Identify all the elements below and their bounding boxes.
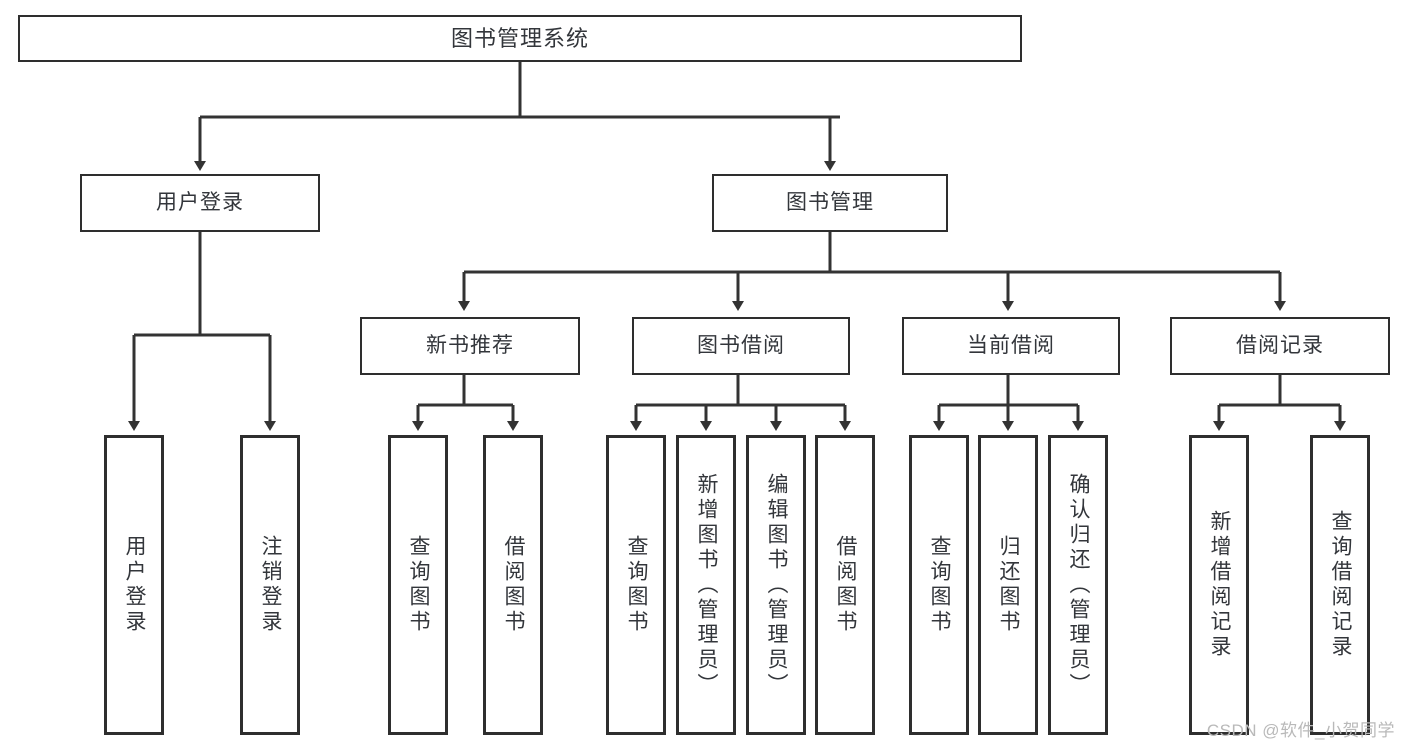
node-root-system[interactable]: 图书管理系统 xyxy=(18,15,1022,62)
leaf-borrow-book-recommend[interactable]: 借阅图书 xyxy=(483,435,543,735)
node-label: 查询图书 xyxy=(928,535,952,635)
node-label: 查询借阅记录 xyxy=(1329,510,1353,660)
node-label: 用户登录 xyxy=(156,190,244,214)
node-book-management[interactable]: 图书管理 xyxy=(712,174,948,232)
node-new-book-recommend[interactable]: 新书推荐 xyxy=(360,317,580,375)
node-label: 新增图书（管理员） xyxy=(695,472,719,698)
node-user-login[interactable]: 用户登录 xyxy=(80,174,320,232)
node-label: 借阅图书 xyxy=(834,535,858,635)
leaf-return-book[interactable]: 归还图书 xyxy=(978,435,1038,735)
leaf-add-borrow-record[interactable]: 新增借阅记录 xyxy=(1189,435,1249,735)
node-label: 确认归还（管理员） xyxy=(1067,472,1091,698)
node-borrow-record[interactable]: 借阅记录 xyxy=(1170,317,1390,375)
node-label: 查询图书 xyxy=(625,535,649,635)
node-label: 图书借阅 xyxy=(697,333,785,357)
node-label: 用户登录 xyxy=(123,535,147,635)
csdn-watermark: CSDN @软件_小贺同学 xyxy=(1206,721,1395,740)
node-label: 新增借阅记录 xyxy=(1208,510,1232,660)
node-label: 图书管理系统 xyxy=(450,25,589,51)
leaf-query-borrow-record[interactable]: 查询借阅记录 xyxy=(1310,435,1370,735)
node-current-borrow[interactable]: 当前借阅 xyxy=(902,317,1120,375)
leaf-logout[interactable]: 注销登录 xyxy=(240,435,300,735)
node-label: 图书管理 xyxy=(786,190,874,214)
node-label: 当前借阅 xyxy=(967,333,1055,357)
leaf-confirm-return-admin[interactable]: 确认归还（管理员） xyxy=(1048,435,1108,735)
node-label: 编辑图书（管理员） xyxy=(765,472,789,698)
node-label: 借阅记录 xyxy=(1236,333,1324,357)
node-label: 查询图书 xyxy=(407,535,431,635)
leaf-add-book-admin[interactable]: 新增图书（管理员） xyxy=(676,435,736,735)
leaf-user-login[interactable]: 用户登录 xyxy=(104,435,164,735)
leaf-query-book-borrow[interactable]: 查询图书 xyxy=(606,435,666,735)
leaf-query-book-current[interactable]: 查询图书 xyxy=(909,435,969,735)
node-label: 新书推荐 xyxy=(426,333,514,357)
node-label: 归还图书 xyxy=(997,535,1021,635)
node-book-borrow[interactable]: 图书借阅 xyxy=(632,317,850,375)
leaf-borrow-book[interactable]: 借阅图书 xyxy=(815,435,875,735)
node-label: 注销登录 xyxy=(259,535,283,635)
leaf-edit-book-admin[interactable]: 编辑图书（管理员） xyxy=(746,435,806,735)
node-label: 借阅图书 xyxy=(502,535,526,635)
leaf-query-book-recommend[interactable]: 查询图书 xyxy=(388,435,448,735)
